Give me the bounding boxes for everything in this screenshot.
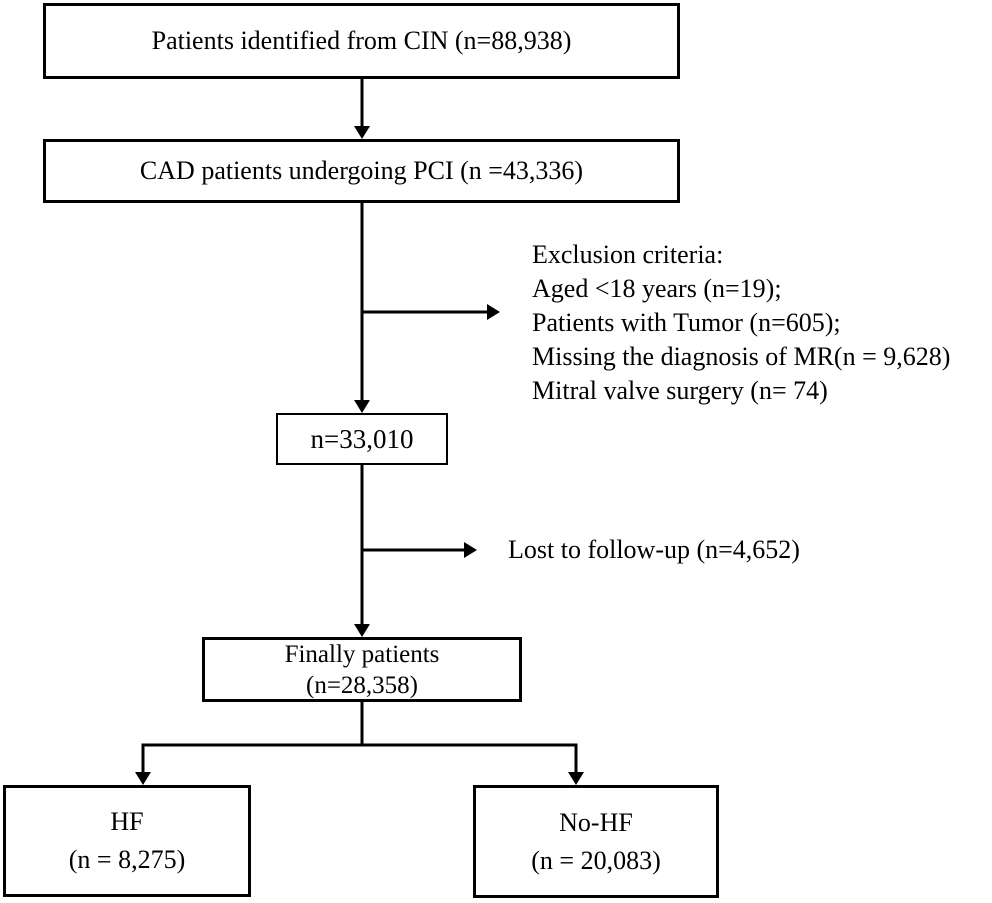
arrowhead-to-cad — [354, 126, 370, 139]
node-final-patients-line1: Finally patients — [284, 640, 440, 668]
exclusion-line-title: Exclusion criteria: — [532, 240, 724, 269]
node-patients-identified: Patients identified from CIN (n=88,938) — [43, 3, 680, 79]
arrowhead-to-n33010 — [354, 400, 370, 413]
node-hf-line1: HF — [110, 807, 144, 836]
exclusion-line-mitral: Mitral valve surgery (n= 74) — [532, 376, 828, 405]
exclusion-line-missing: Missing the diagnosis of MR(n = 9,628) — [532, 342, 951, 371]
arrowhead-to-nohf — [568, 772, 584, 785]
node-no-hf: No-HF (n = 20,083) — [473, 785, 719, 898]
node-patients-identified-label: Patients identified from CIN (n=88,938) — [151, 26, 572, 55]
node-no-hf-line2: (n = 20,083) — [531, 845, 661, 875]
node-hf-line2: (n = 8,275) — [68, 845, 186, 874]
arrowhead-exclusion — [487, 304, 500, 320]
node-cad-pci-label: CAD patients undergoing PCI (n =43,336) — [139, 156, 584, 185]
node-hf: HF (n = 8,275) — [3, 785, 251, 897]
node-after-exclusion: n=33,010 — [276, 413, 448, 465]
lost-to-follow-up-label: Lost to follow-up (n=4,652) — [508, 535, 800, 564]
arrowhead-lost — [464, 542, 477, 558]
node-final-patients: Finally patients (n=28,358) — [202, 637, 522, 702]
arrowhead-to-hf — [135, 772, 151, 785]
node-no-hf-line1: No-HF — [559, 807, 633, 837]
exclusion-criteria-note: Exclusion criteria: Aged <18 years (n=19… — [532, 238, 950, 408]
exclusion-line-tumor: Patients with Tumor (n=605); — [532, 308, 841, 337]
lost-to-follow-up-note: Lost to follow-up (n=4,652) — [508, 533, 800, 567]
node-after-exclusion-label: n=33,010 — [310, 424, 414, 454]
node-cad-pci: CAD patients undergoing PCI (n =43,336) — [43, 139, 680, 203]
exclusion-line-age: Aged <18 years (n=19); — [532, 274, 782, 303]
arrowhead-to-final — [354, 624, 370, 637]
node-final-patients-line2: (n=28,358) — [306, 671, 418, 699]
